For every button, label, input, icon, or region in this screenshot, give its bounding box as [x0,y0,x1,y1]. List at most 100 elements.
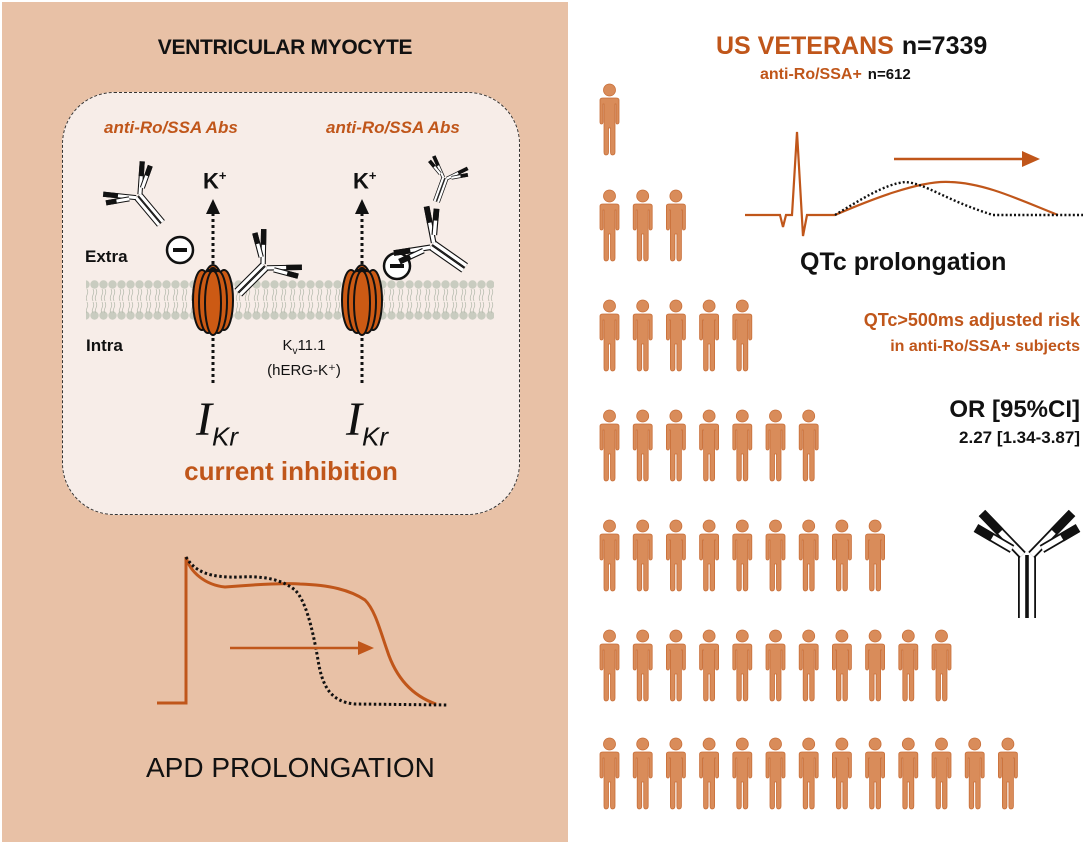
person-icon [666,299,686,372]
person-icon [765,409,786,482]
person-icon [599,519,620,592]
person-icon [632,737,653,810]
population-pictogram [599,83,1018,810]
person-icon [931,737,952,810]
subgroup-heading: anti-Ro/SSA+ n=612 [760,66,911,84]
arrow-head-icon [358,641,374,655]
current-subscript: Kr [361,421,388,452]
person-icon [666,629,686,702]
person-icon [798,737,819,810]
person-icon [699,299,719,372]
channel-name-main: K [282,337,293,354]
channel-name-sub: v [292,346,298,357]
person-icon [599,409,620,482]
person-icon [632,409,653,482]
ion-charge: + [218,168,227,183]
person-icon [832,519,852,592]
current-symbol: I [346,393,362,446]
lipid-bilayer [86,280,494,320]
person-icon [865,629,885,702]
person-icon [765,737,786,810]
apd-baseline-trace [157,556,437,706]
action-potential-graph [157,556,449,707]
odds-ratio-value: 2.27 [1.34-3.87] [959,428,1080,447]
person-icon [732,409,753,482]
person-icon [998,737,1018,810]
person-icon [599,629,620,702]
antibody-icon [428,155,469,203]
current-inhibition-label: current inhibition [184,456,398,486]
ikr-current-right: IKr [346,392,388,453]
antibody-icon [393,205,468,273]
herg-channel-icon [192,264,234,336]
person-icon [732,629,753,702]
channel-name-suffix: 11.1 [297,337,326,354]
antibody-icon [102,161,165,227]
person-icon [865,737,885,810]
risk-heading: QTc>500ms adjusted risk [863,310,1080,330]
person-icon [632,189,653,262]
ion-charge: + [368,168,377,183]
person-icon [699,519,719,592]
antibody-label-left: anti-Ro/SSA Abs [104,118,238,137]
channel-name: Kv11.1 [248,336,360,361]
inhibition-icon [165,235,195,265]
person-icon [765,629,786,702]
arrow-head-icon [1022,151,1040,167]
person-icon [632,519,653,592]
ikr-current-left: IKr [196,392,238,453]
person-icon [732,737,753,810]
person-icon [632,629,653,702]
person-icon [765,519,786,592]
person-icon [898,737,919,810]
person-icon [666,519,686,592]
person-icon [832,737,852,810]
extracellular-label: Extra [85,247,128,266]
antibody-label-right: anti-Ro/SSA Abs [326,118,460,137]
person-icon [732,519,753,592]
apd-control-trace [184,556,449,707]
person-icon [732,299,753,372]
person-icon [832,629,852,702]
person-icon [798,629,819,702]
channel-label: Kv11.1 (hERG-K⁺) [248,336,360,380]
person-icon [666,737,686,810]
cohort-count: n=7339 [901,32,988,60]
person-icon [798,409,819,482]
panel-title: VENTRICULAR MYOCYTE [157,36,413,59]
person-icon [798,519,819,592]
herg-channel-icon [341,264,383,336]
k-efflux-arrow-right [355,199,369,270]
person-icon [699,737,719,810]
person-icon [666,189,686,262]
person-icon [599,299,620,372]
person-icon [898,629,919,702]
cohort-label: US VETERANS [716,32,894,60]
person-icon [699,409,719,482]
apd-prolongation-label: APD PROLONGATION [146,752,435,783]
person-icon [931,629,952,702]
risk-subheading: in anti-Ro/SSA+ subjects [890,338,1080,355]
person-icon [599,83,620,156]
person-icon [699,629,719,702]
cell-diagram [86,155,494,707]
ecg-prolonged-trace [745,131,1059,237]
qtc-prolongation-label: QTc prolongation [800,248,1007,276]
person-icon [599,189,620,262]
antibody-icon [973,509,1081,618]
subgroup-label: anti-Ro/SSA+ [760,66,862,83]
ion-symbol: K [203,168,219,194]
person-icon [865,519,885,592]
odds-ratio-label: OR [95%CI] [949,396,1080,423]
current-subscript: Kr [211,421,238,452]
intracellular-label: Intra [86,336,123,355]
person-icon [599,737,620,810]
subgroup-count: n=612 [867,66,911,83]
current-symbol: I [196,393,212,446]
channel-alias: (hERG-K⁺) [267,362,341,379]
person-icon [666,409,686,482]
person-icon [964,737,985,810]
potassium-ion-left: K+ [203,168,226,194]
